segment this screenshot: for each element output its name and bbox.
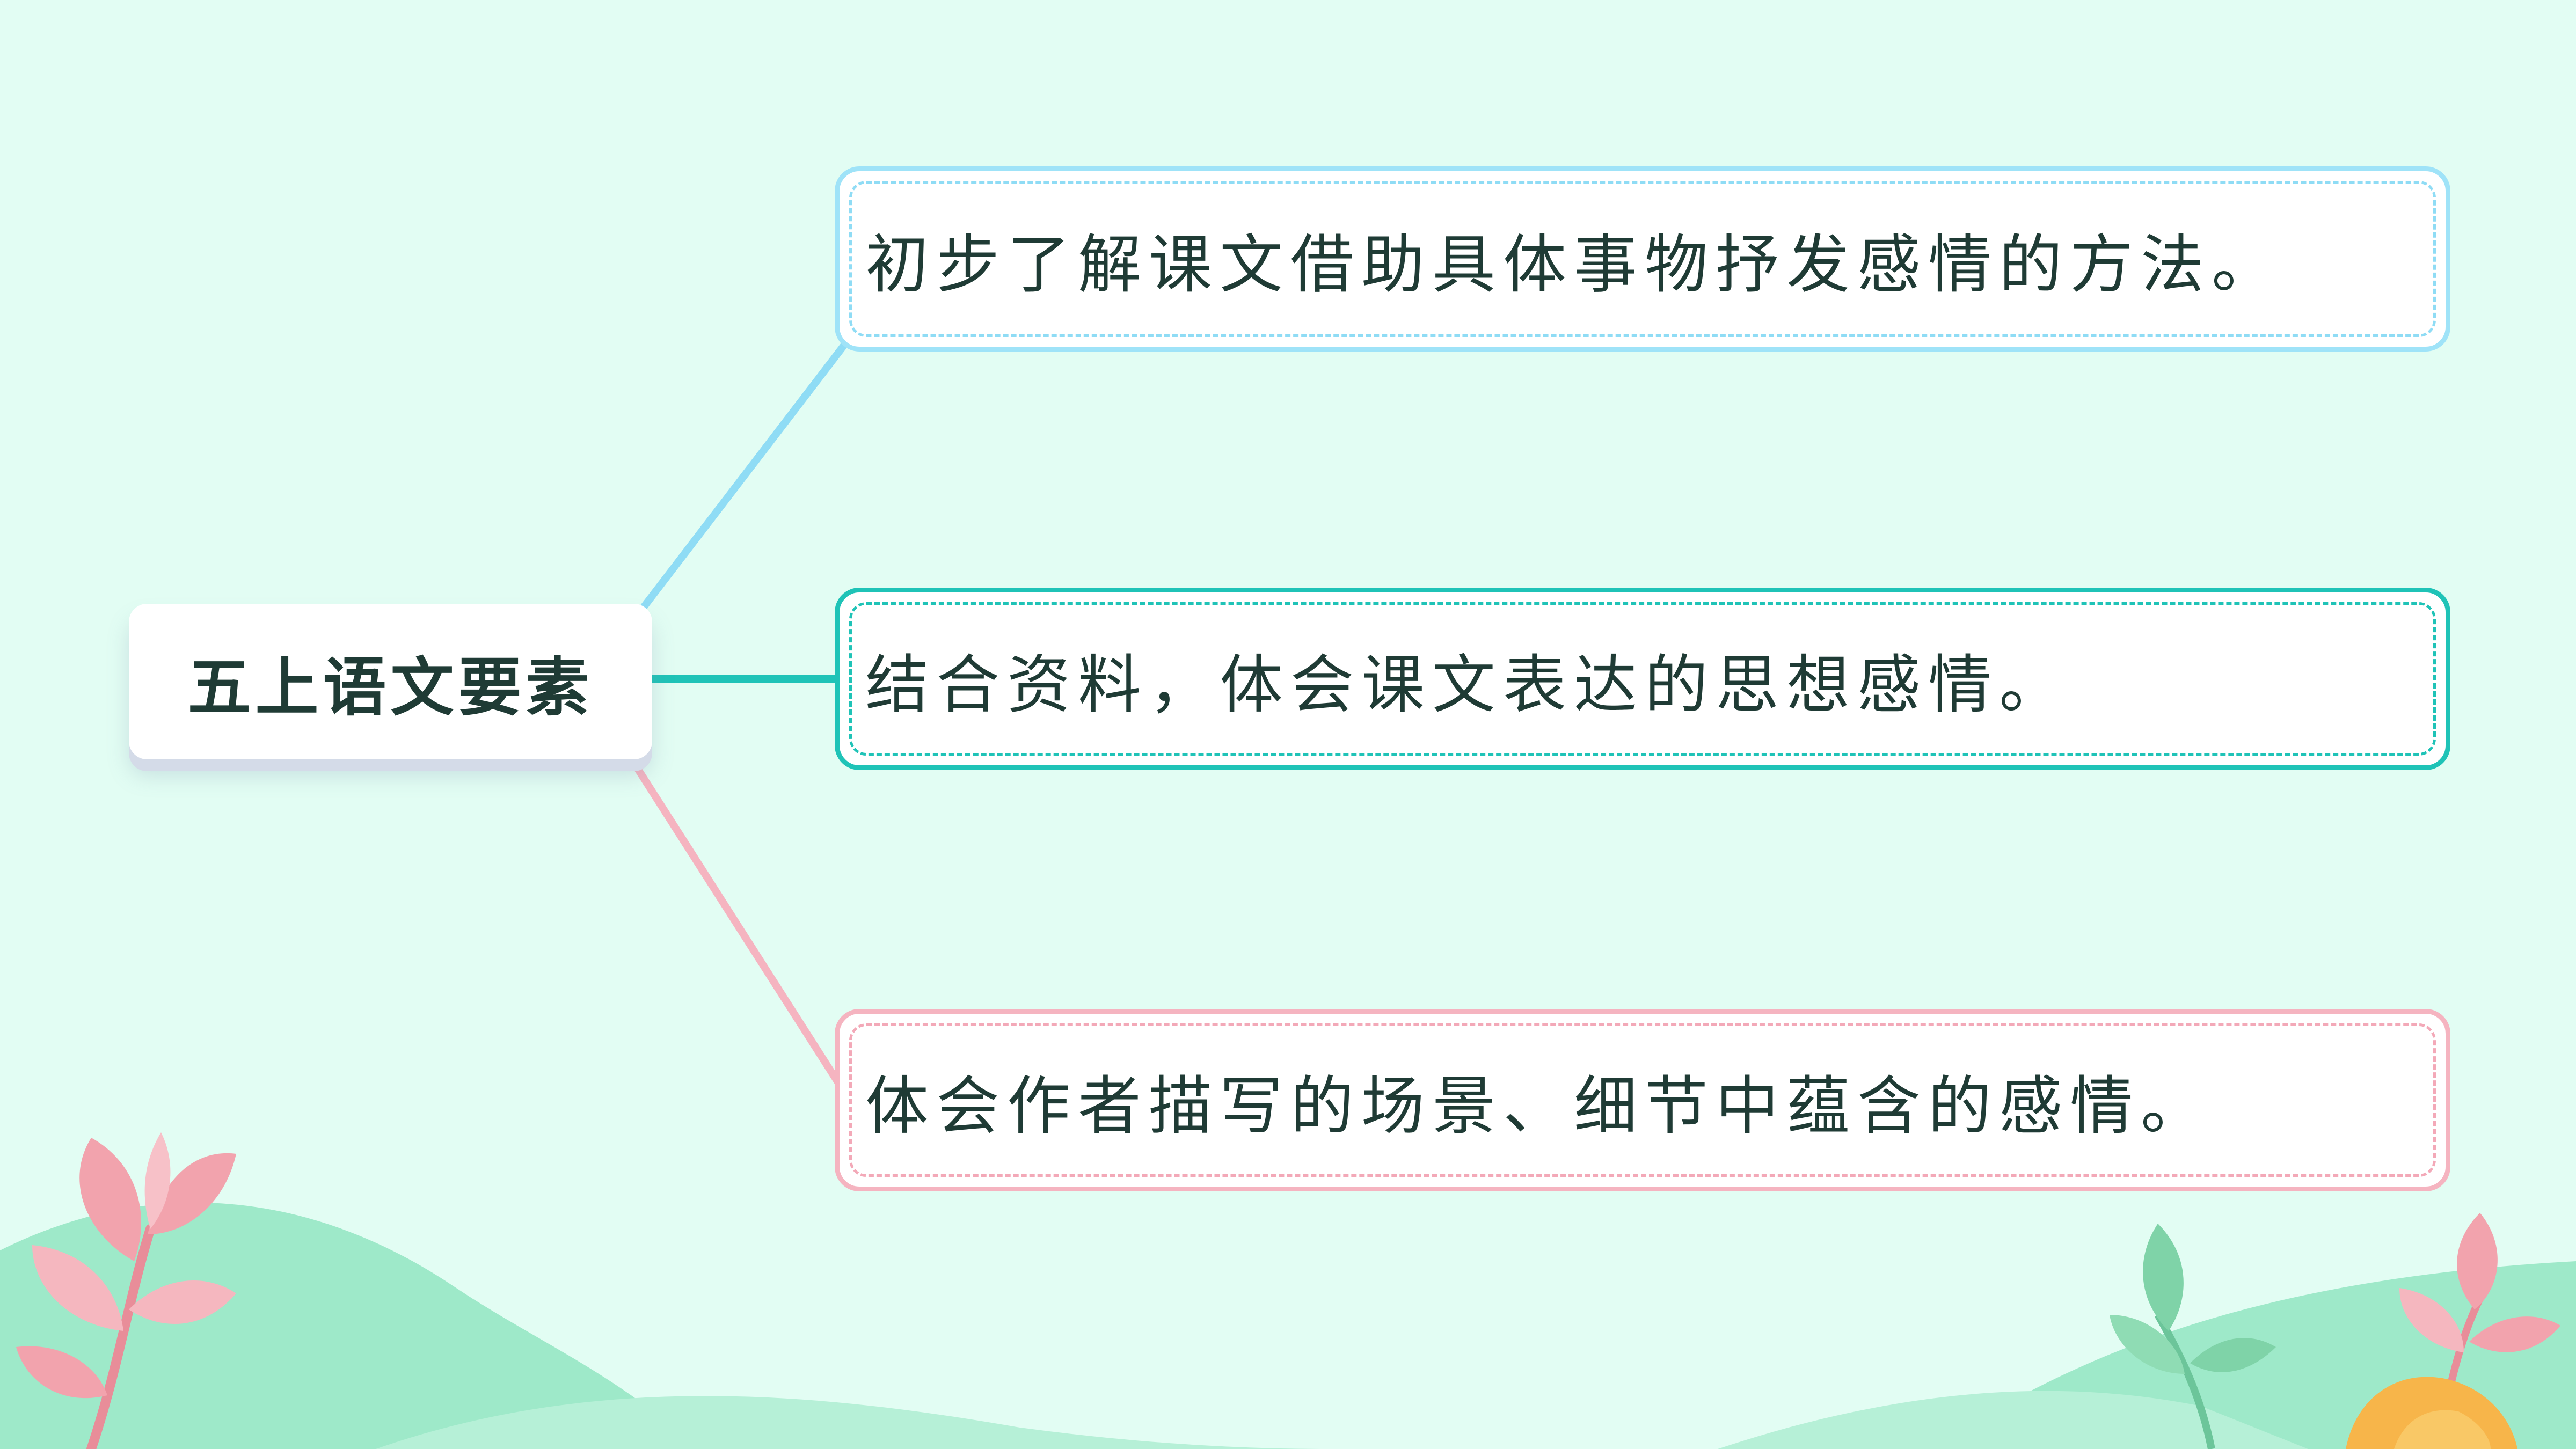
root-node: 五上语文要素	[129, 604, 652, 759]
hill-middle	[376, 1396, 1342, 1449]
hill-left	[0, 1202, 698, 1449]
connector-line-3	[630, 758, 841, 1085]
connector-line-1	[640, 340, 849, 610]
branch-node-3-text: 体会作者描写的场景、细节中蕴含的感情。	[865, 1069, 2212, 1143]
left-leaf-branch	[16, 1132, 236, 1449]
branch-node-1-dashed-border	[849, 181, 2436, 337]
root-label: 五上语文要素	[187, 649, 594, 724]
branch-node-3: 体会作者描写的场景、细节中蕴含的感情。	[835, 1009, 2450, 1191]
hill-right-light	[1718, 1391, 2308, 1449]
branch-node-2: 结合资料，体会课文表达的思想感情。	[835, 588, 2450, 770]
branch-node-3-dashed-border	[849, 1023, 2436, 1177]
right-leaf-branch	[2110, 1213, 2560, 1449]
branch-node-2-dashed-border	[849, 602, 2436, 756]
branch-node-2-text: 结合资料，体会课文表达的思想感情。	[865, 647, 2070, 722]
branch-node-1: 初步了解课文借助具体事物抒发感情的方法。	[835, 166, 2450, 352]
branch-node-1-text: 初步了解课文借助具体事物抒发感情的方法。	[865, 228, 2283, 302]
